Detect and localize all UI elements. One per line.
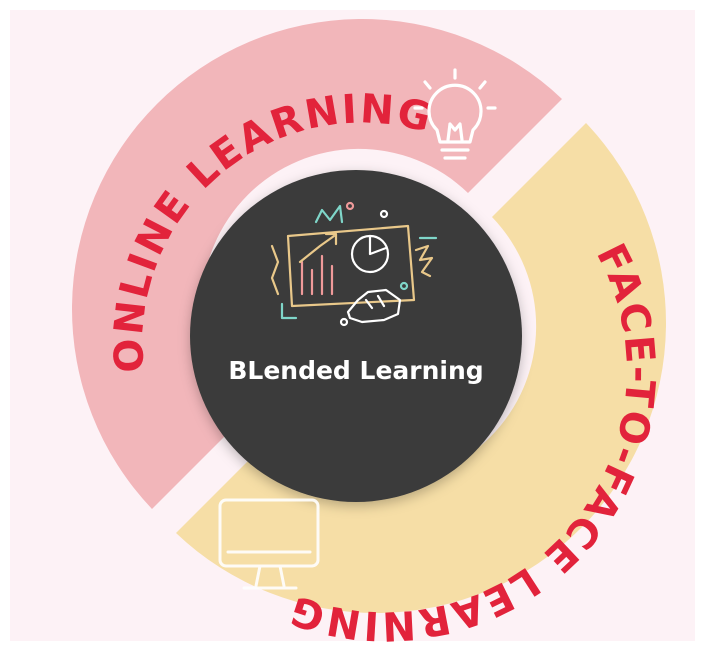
center-title: BLended Learning xyxy=(228,356,483,385)
center-circle xyxy=(190,170,522,502)
teaching-board-icon xyxy=(270,201,438,327)
monitor-icon xyxy=(218,498,320,590)
lightbulb-icon xyxy=(413,68,497,160)
